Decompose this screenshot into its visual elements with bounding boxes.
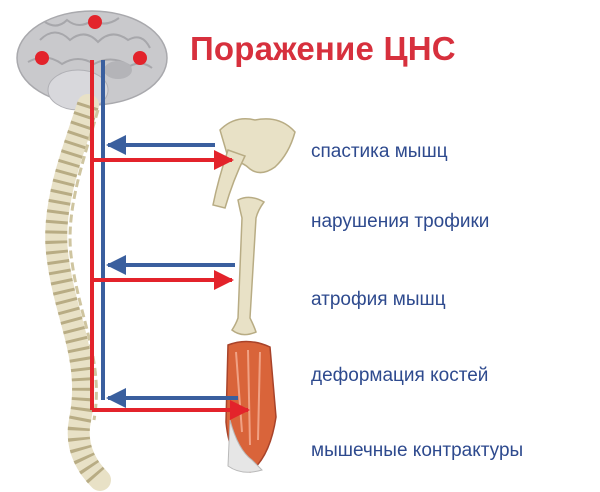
label-muscle-atrophy: атрофия мышц [311,289,446,310]
shoulder-bone-illustration [212,118,296,209]
label-bone-deformation: деформация костей [311,365,489,386]
label-muscle-contractures: мышечные контрактуры [311,440,524,461]
lesion-marker [88,15,102,29]
lesion-marker [133,51,147,65]
label-spasticity: спастика мышц [311,141,448,162]
label-trophic-disorders: нарушения трофики [311,211,490,232]
leg-muscles-illustration [225,340,277,473]
long-bone-illustration [230,196,266,336]
spine-illustration [45,94,111,491]
lesion-marker [35,51,49,65]
page-title: Поражение ЦНС [190,30,456,67]
